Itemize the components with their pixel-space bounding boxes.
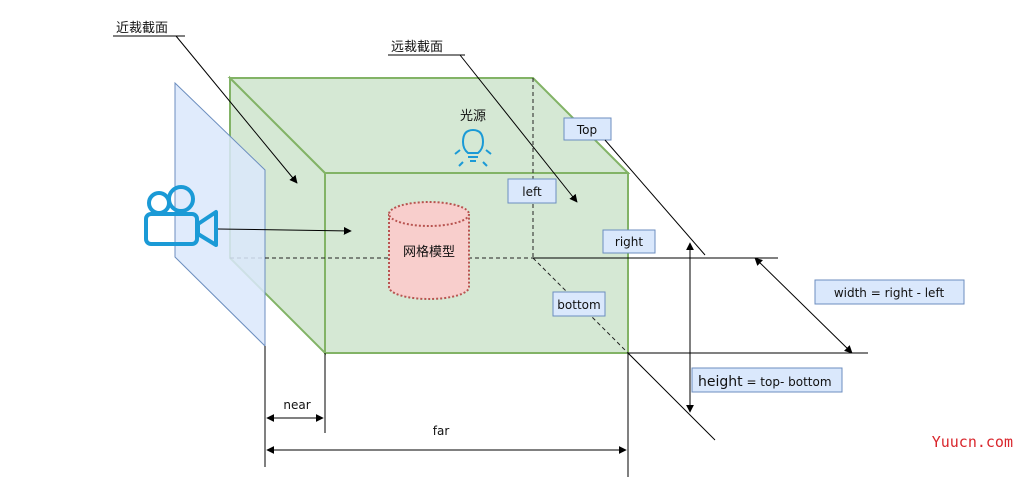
light-label: 光源	[460, 109, 486, 124]
width-dimension-arrow	[754, 257, 853, 354]
camera-view-ray	[217, 226, 352, 235]
svg-text:width = right - left: width = right - left	[834, 286, 945, 300]
box-front-face	[324, 172, 629, 354]
hidden-edge-depth	[532, 257, 629, 354]
bottom-extension-diagonal	[627, 352, 716, 441]
label-bottom: bottom	[552, 291, 606, 317]
width-formula-label: width = right - left	[814, 279, 965, 305]
far-plane-label: 远裁截面	[391, 39, 443, 55]
svg-text:Top: Top	[576, 123, 597, 137]
label-top: Top	[563, 117, 612, 141]
view-volume-box	[227, 75, 631, 356]
far-label: far	[433, 424, 450, 438]
svg-text:bottom: bottom	[557, 298, 600, 312]
near-plane-pointer	[175, 35, 298, 184]
height-formula-label: height = top- bottom	[691, 367, 843, 393]
svg-text:right: right	[615, 235, 643, 249]
near-plane-label: 近裁截面	[116, 20, 168, 36]
near-label: near	[283, 398, 310, 412]
video-camera-icon	[144, 185, 218, 247]
mesh-label: 网格模型	[403, 244, 455, 260]
watermark: Yuucn.com	[932, 433, 1013, 451]
svg-text:height = top- bottom: height = top- bottom	[698, 374, 832, 390]
top-extension-diagonal	[604, 139, 706, 256]
svg-text:left: left	[522, 185, 542, 199]
light-bulb-icon	[454, 128, 492, 167]
mesh-model-cylinder	[388, 201, 470, 300]
label-right: right	[602, 229, 656, 254]
label-left: left	[507, 178, 557, 204]
far-plane-pointer	[459, 54, 578, 203]
